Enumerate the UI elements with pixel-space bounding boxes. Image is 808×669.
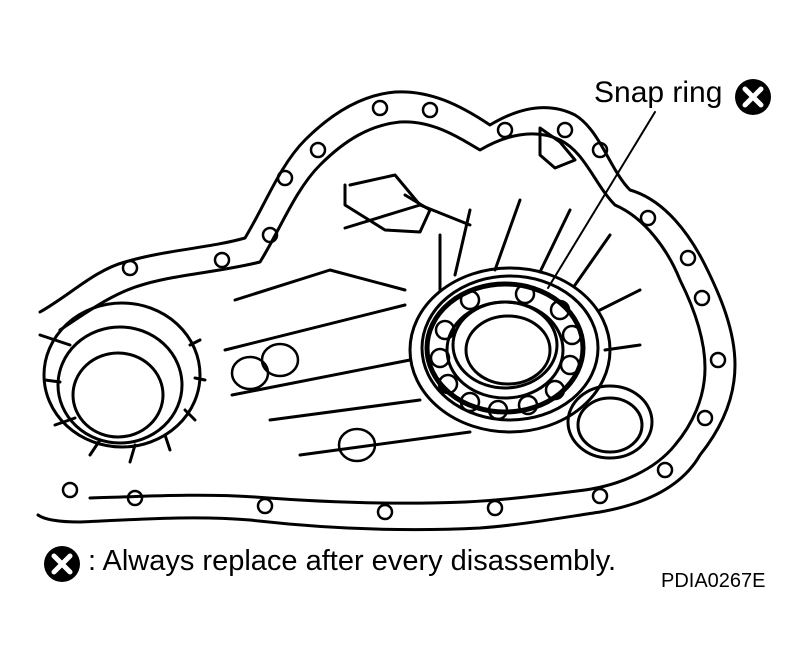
figure-code: PDIA0267E [661,570,766,592]
x-in-circle-icon [735,79,771,115]
bearing-bore [464,314,552,386]
small-bosses [230,342,377,463]
replace-note: : Always replace after every disassembly… [88,545,617,577]
top-bracket [343,183,432,234]
bolt-holes [61,99,727,521]
snap-ring-leader-line [547,111,656,289]
bearing-balls [429,283,583,421]
bearing-inner-race [451,300,559,390]
housing-outline [36,90,737,532]
bracket-tab [538,126,577,170]
snap-ring-label: Snap ring [594,76,723,109]
snap-ring [424,281,586,415]
right-boss [566,384,654,460]
main-bearing-boss [408,198,642,434]
x-in-circle-icon [44,546,80,582]
left-boss [38,301,207,464]
